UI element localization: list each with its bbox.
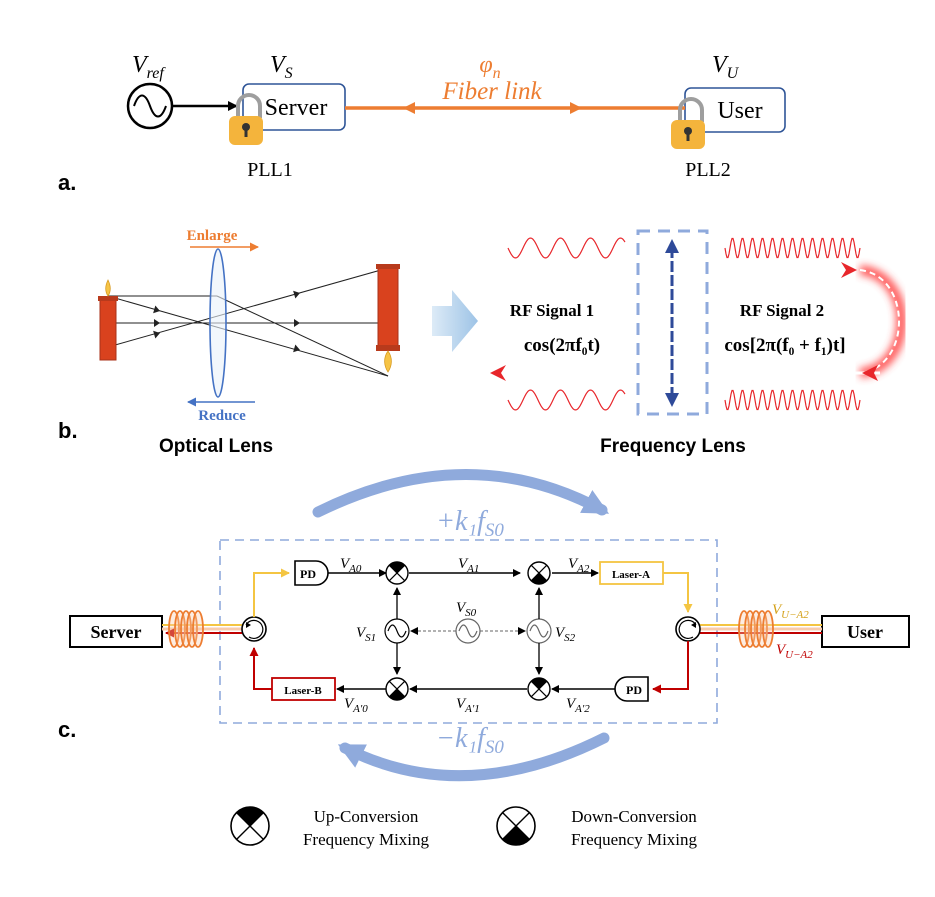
pd-bottom-label: PD	[626, 683, 642, 697]
legend-up-conversion-icon	[230, 806, 270, 846]
rf-wave-top-left	[507, 237, 626, 259]
relay-station-box	[219, 539, 718, 724]
rf-loop-arrowhead	[862, 365, 878, 381]
vua2-top-label: VU−A2	[772, 602, 809, 621]
user-node-label: User	[847, 622, 883, 642]
path-to-pd-top	[253, 568, 290, 617]
rf-signal-2-formula: cos[2π(f₀ + f₁)t]	[724, 335, 845, 356]
lock-icon	[671, 97, 705, 149]
downshift-arc-arrow	[337, 732, 610, 782]
oscillator-vs1-icon	[384, 618, 410, 644]
path-to-pd-bottom	[652, 641, 689, 694]
mixer-up-conversion-icon	[385, 561, 409, 585]
panel-a: Vref VS VU Server User φn Fiber link PLL…	[58, 52, 786, 195]
rf-signal-2-title: RF Signal 2	[740, 301, 824, 320]
legend: Up-Conversion Frequency Mixing Down-Conv…	[230, 806, 698, 849]
frequency-lens-caption: Frequency Lens	[600, 436, 746, 457]
vref-label: Vref	[132, 52, 166, 82]
panel-b-label: b.	[58, 418, 78, 443]
fiber-spool-icon	[168, 610, 204, 648]
user-box	[684, 87, 786, 133]
frequency-lens-box	[636, 229, 709, 416]
laser-a-label: Laser-A	[612, 569, 650, 581]
vs2-label: VS2	[555, 625, 576, 644]
legend-up-line1: Up-Conversion	[314, 807, 419, 826]
vs-label: VS	[270, 52, 293, 82]
legend-down-line1: Down-Conversion	[571, 807, 697, 826]
laser-b-label: Laser-B	[284, 685, 322, 697]
reduce-label: Reduce	[198, 408, 246, 424]
rf-signal-1-title: RF Signal 1	[510, 301, 594, 320]
legend-up-line2: Frequency Mixing	[303, 830, 430, 849]
pll1-label: PLL1	[247, 159, 293, 181]
pd-top-label: PD	[300, 567, 316, 581]
server-node-label: Server	[91, 622, 142, 642]
panel-c: +k₁fS0 −k₁fS0 Server User	[58, 469, 910, 782]
vua2-bottom-label: VU−A2	[776, 642, 813, 661]
server-node-box	[69, 615, 163, 648]
photodetector-top	[294, 560, 329, 586]
oscillator-vs2-icon	[526, 618, 552, 644]
user-label: User	[717, 98, 762, 124]
laser-a-to-circulator	[663, 572, 693, 613]
panel-b: Enlarge Reduce	[58, 228, 907, 457]
vap1-label: VA′1	[456, 696, 480, 715]
fiber-link-label: Fiber link	[441, 78, 542, 105]
rf-wave-bottom-right	[724, 389, 861, 411]
rf-beam-glow	[488, 264, 907, 379]
upshift-arc-arrow	[312, 469, 610, 518]
vap2-label: VA′2	[566, 696, 590, 715]
candle-large-icon	[376, 264, 400, 373]
va0-label: VA0	[340, 556, 362, 575]
laser-b-to-circulator	[249, 647, 272, 690]
mixer-down-conversion-icon	[385, 677, 409, 701]
legend-down-conversion-icon	[496, 806, 536, 846]
circulator-icon	[241, 616, 267, 642]
reference-oscillator-icon	[126, 82, 174, 130]
enlarge-label: Enlarge	[187, 228, 238, 244]
oscillator-vs0-icon	[455, 618, 481, 644]
panel-c-label: c.	[58, 717, 76, 742]
va1-label: VA1	[458, 556, 479, 575]
lock-icon	[229, 93, 263, 145]
server-label: Server	[265, 95, 328, 121]
rf-wave-bottom-left	[507, 389, 626, 411]
mixer-up-conversion-icon	[527, 677, 551, 701]
optical-lens-caption: Optical Lens	[159, 436, 273, 457]
pll2-label: PLL2	[685, 159, 731, 181]
legend-down-line2: Frequency Mixing	[571, 830, 698, 849]
mixer-down-conversion-icon	[527, 561, 551, 585]
vu-label: VU	[712, 52, 740, 82]
candle-small-icon	[98, 279, 118, 361]
vs0-label: VS0	[456, 600, 477, 619]
optical-rays	[107, 267, 389, 377]
fiber-spool-icon	[738, 610, 774, 648]
transition-arrow-icon	[432, 290, 478, 352]
photodetector-bottom	[614, 676, 649, 702]
plus-shift-label: +k₁fS0	[436, 506, 504, 541]
ray-direction-marks	[153, 290, 300, 353]
vs1-label: VS1	[356, 625, 376, 644]
minus-shift-label: −k₁fS0	[436, 723, 504, 758]
va2-label: VA2	[568, 556, 590, 575]
phi-label: φn	[479, 52, 500, 82]
vap0-label: VA′0	[344, 696, 368, 715]
circulator-icon	[675, 616, 701, 642]
rf-wave-top-right	[724, 237, 861, 259]
user-node-box	[821, 615, 910, 648]
panel-a-label: a.	[58, 170, 76, 195]
optical-lens-icon	[209, 248, 227, 398]
rf-signal-1-formula: cos(2πf₀t)	[524, 335, 600, 356]
